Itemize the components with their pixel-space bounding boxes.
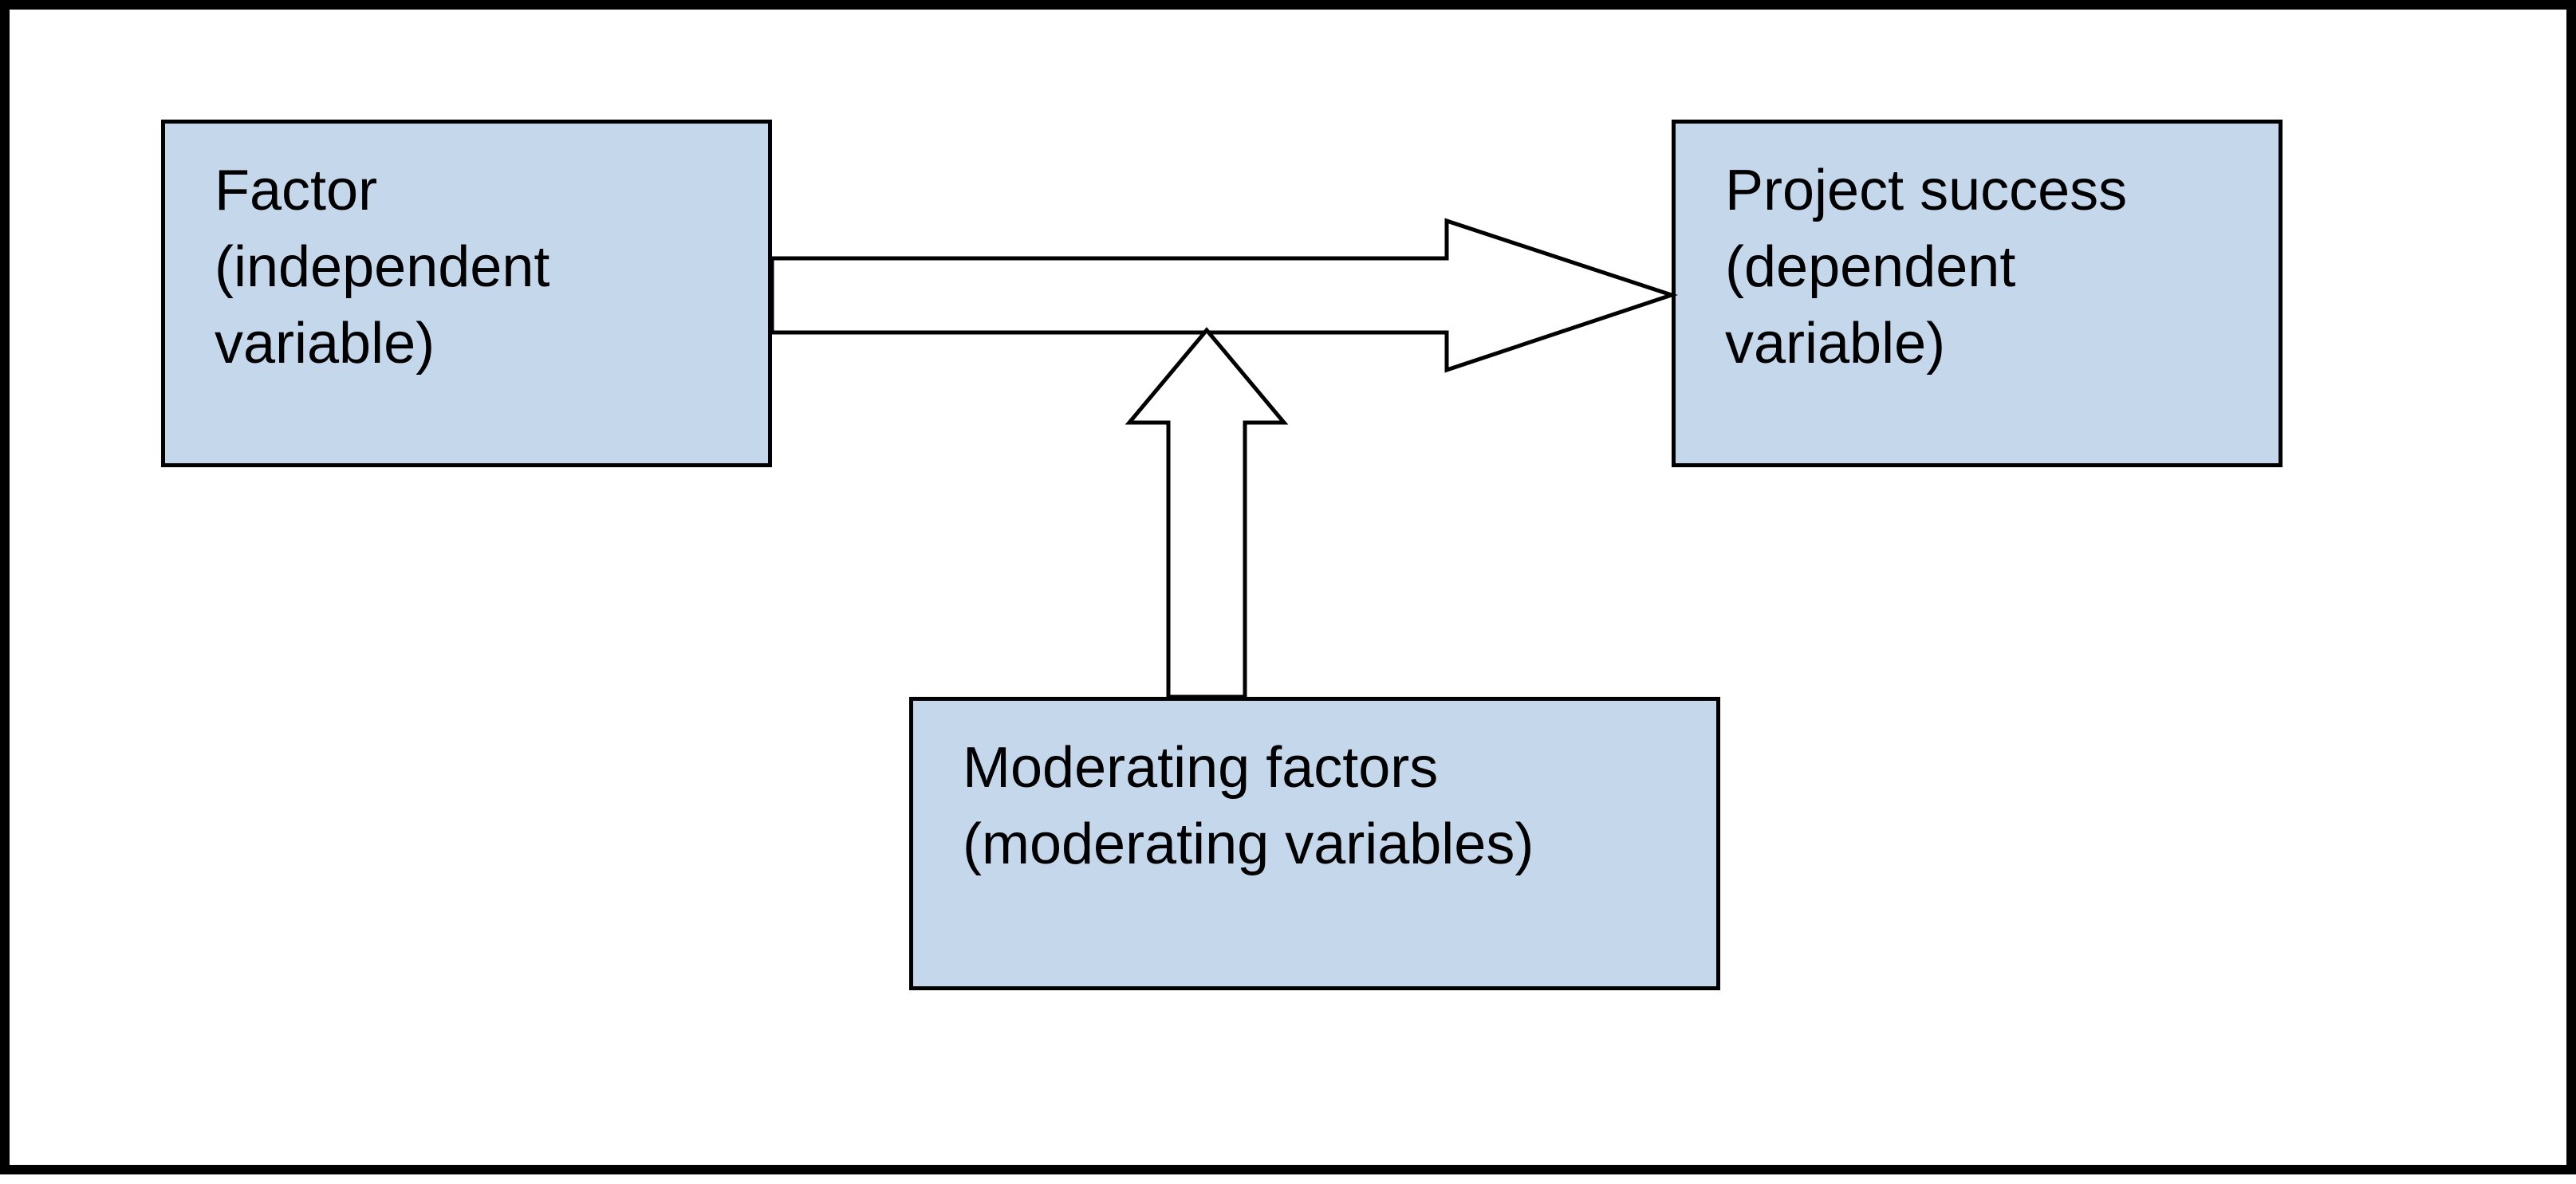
success-subtitle-1: (dependent [1725,235,2016,299]
moderating-subtitle: (moderating variables) [963,812,1534,876]
factor-subtitle-1: (independent [215,235,550,299]
factor-title: Factor [215,159,378,222]
success-title: Project success [1725,159,2128,222]
moderating-title: Moderating factors [963,736,1439,800]
moderating-to-arrow-arrow [1125,327,1289,699]
factor-subtitle-2: variable) [215,312,435,376]
project-success-box: Project success (dependent variable) [1672,120,2283,467]
factor-box: Factor (independent variable) [161,120,772,467]
moderating-factors-box: Moderating factors (moderating variables… [909,697,1720,990]
success-subtitle-2: variable) [1725,312,1946,376]
factor-to-success-arrow [770,218,1678,373]
arrows-layer [770,218,1678,699]
